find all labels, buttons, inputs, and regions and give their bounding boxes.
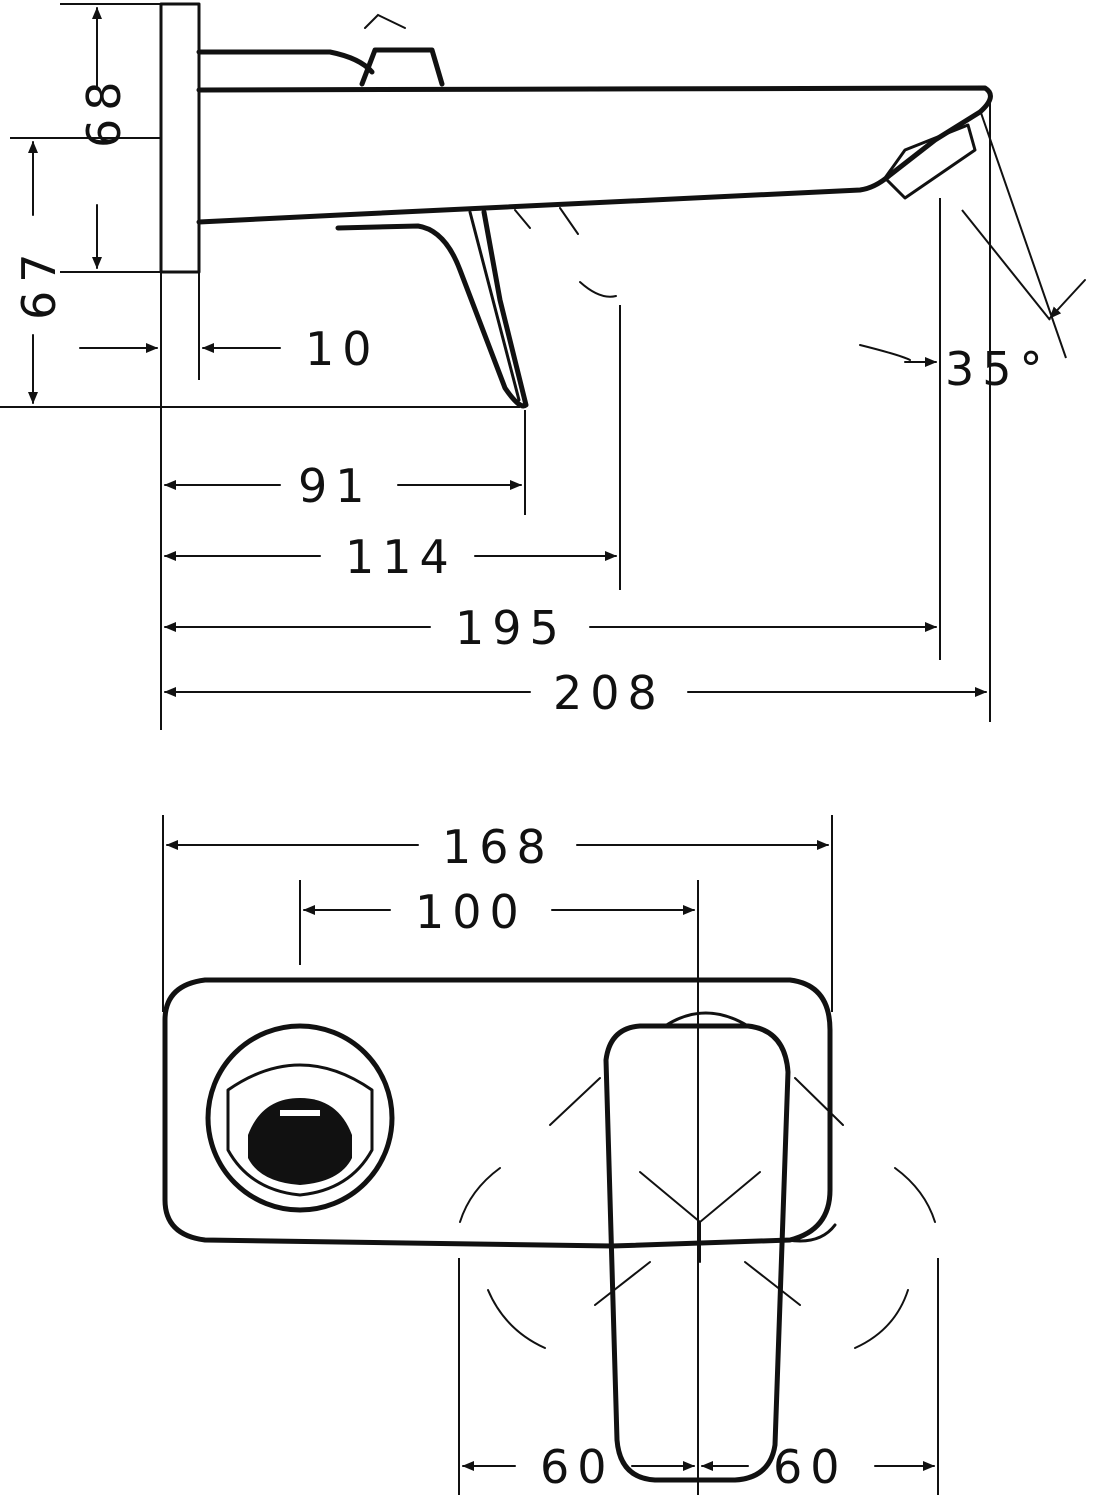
lever-base — [786, 1223, 837, 1243]
dim-100-label: 100 — [415, 885, 527, 939]
outlet-ring — [205, 1023, 395, 1213]
lever-swing-trace — [514, 207, 617, 298]
spout-swing-trace — [859, 344, 911, 361]
outlet-mouth — [226, 1063, 374, 1197]
dim-35-arrow-r — [1049, 279, 1086, 319]
front-view: 168 100 60 60 — [162, 815, 939, 1495]
lever-inner-edge — [468, 210, 521, 402]
side-view: 68 67 10 91 114 195 208 35° — [0, 2, 1086, 730]
dim-195-label: 195 — [455, 601, 567, 655]
lever — [335, 209, 529, 409]
dim-67-label: 67 — [12, 245, 66, 320]
aerator-slot — [280, 1110, 320, 1116]
dim-168-label: 168 — [442, 820, 554, 874]
dim-208-label: 208 — [553, 666, 665, 720]
handle-cap-swing-mark — [364, 13, 406, 29]
dim-91-label: 91 — [298, 459, 373, 513]
dim-10-label: 10 — [305, 322, 380, 376]
ext-angle-1 — [979, 109, 1067, 359]
dim-68-label: 68 — [77, 73, 131, 148]
lever-swing-traces — [459, 1077, 936, 1349]
aerator — [248, 1098, 352, 1185]
dim-114-label: 114 — [345, 530, 457, 584]
lever-front — [603, 1023, 791, 1483]
handle-cap — [359, 47, 445, 87]
spout-outlet — [883, 123, 977, 200]
ext-angle-2 — [961, 209, 1051, 321]
back-plate — [162, 977, 833, 1249]
lever-top-cap — [663, 1011, 750, 1028]
spout-outlet-front — [205, 1023, 395, 1213]
spout-body — [196, 49, 993, 225]
dim-60-right-label: 60 — [773, 1440, 848, 1494]
dim-60-left-label: 60 — [540, 1440, 615, 1494]
dim-35-label: 35° — [945, 342, 1051, 396]
wall-plate — [159, 2, 201, 274]
